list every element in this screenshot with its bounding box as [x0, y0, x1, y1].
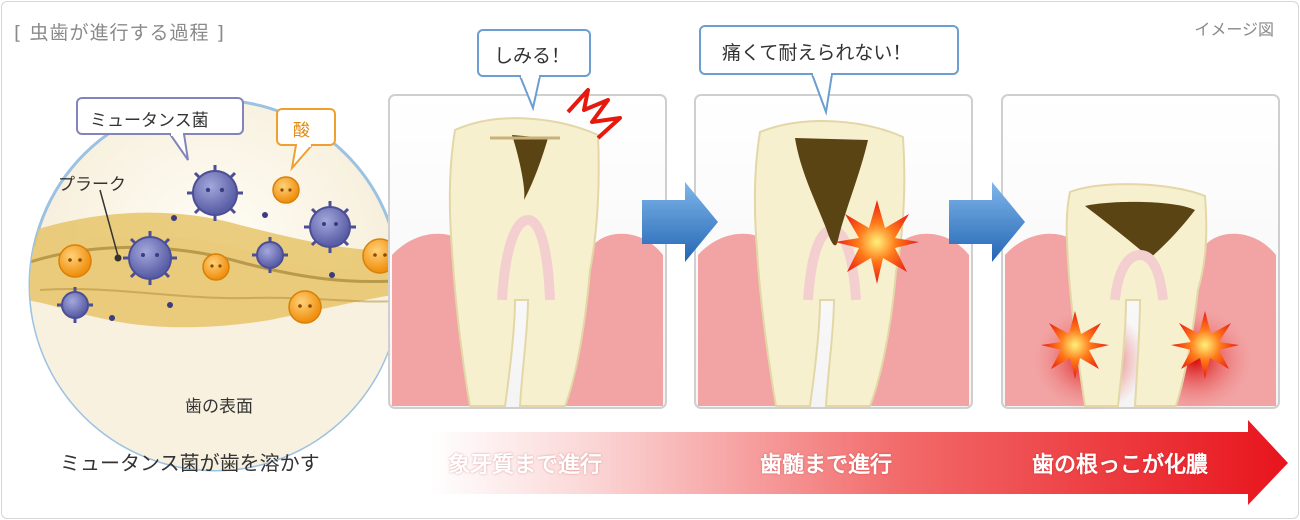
magnified-view: [28, 97, 441, 472]
progress-label-stage1: 象牙質まで進行: [448, 453, 603, 478]
pain-balloons: [477, 25, 959, 116]
tooth-stage-3: [1005, 183, 1276, 412]
stage-arrows: [642, 182, 1025, 262]
acid-particles: [58, 176, 398, 324]
progress-label-stage2: 歯髄まで進行: [760, 453, 893, 478]
acid-label: 酸: [293, 121, 310, 141]
tooth-stage-2: [698, 120, 969, 407]
plaque-label: プラーク: [58, 175, 126, 195]
mutans-label: ミュータンス菌: [90, 111, 209, 131]
mutans-bacteria: [57, 165, 356, 323]
tooth-stage-1: [392, 88, 663, 407]
stage1-balloon-text: しみる！: [494, 45, 571, 67]
diagram-title: [ 虫歯が進行する過程 ]: [14, 22, 225, 44]
tooth-surface-label: 歯の表面: [185, 397, 253, 417]
image-note: イメージ図: [1194, 20, 1274, 39]
magnified-caption: ミュータンス菌が歯を溶かす: [60, 451, 320, 475]
stage2-balloon-text: 痛くて耐えられない！: [722, 42, 912, 64]
progress-label-stage3: 歯の根っこが化膿: [1032, 453, 1209, 478]
progress-arrow: [430, 420, 1288, 505]
